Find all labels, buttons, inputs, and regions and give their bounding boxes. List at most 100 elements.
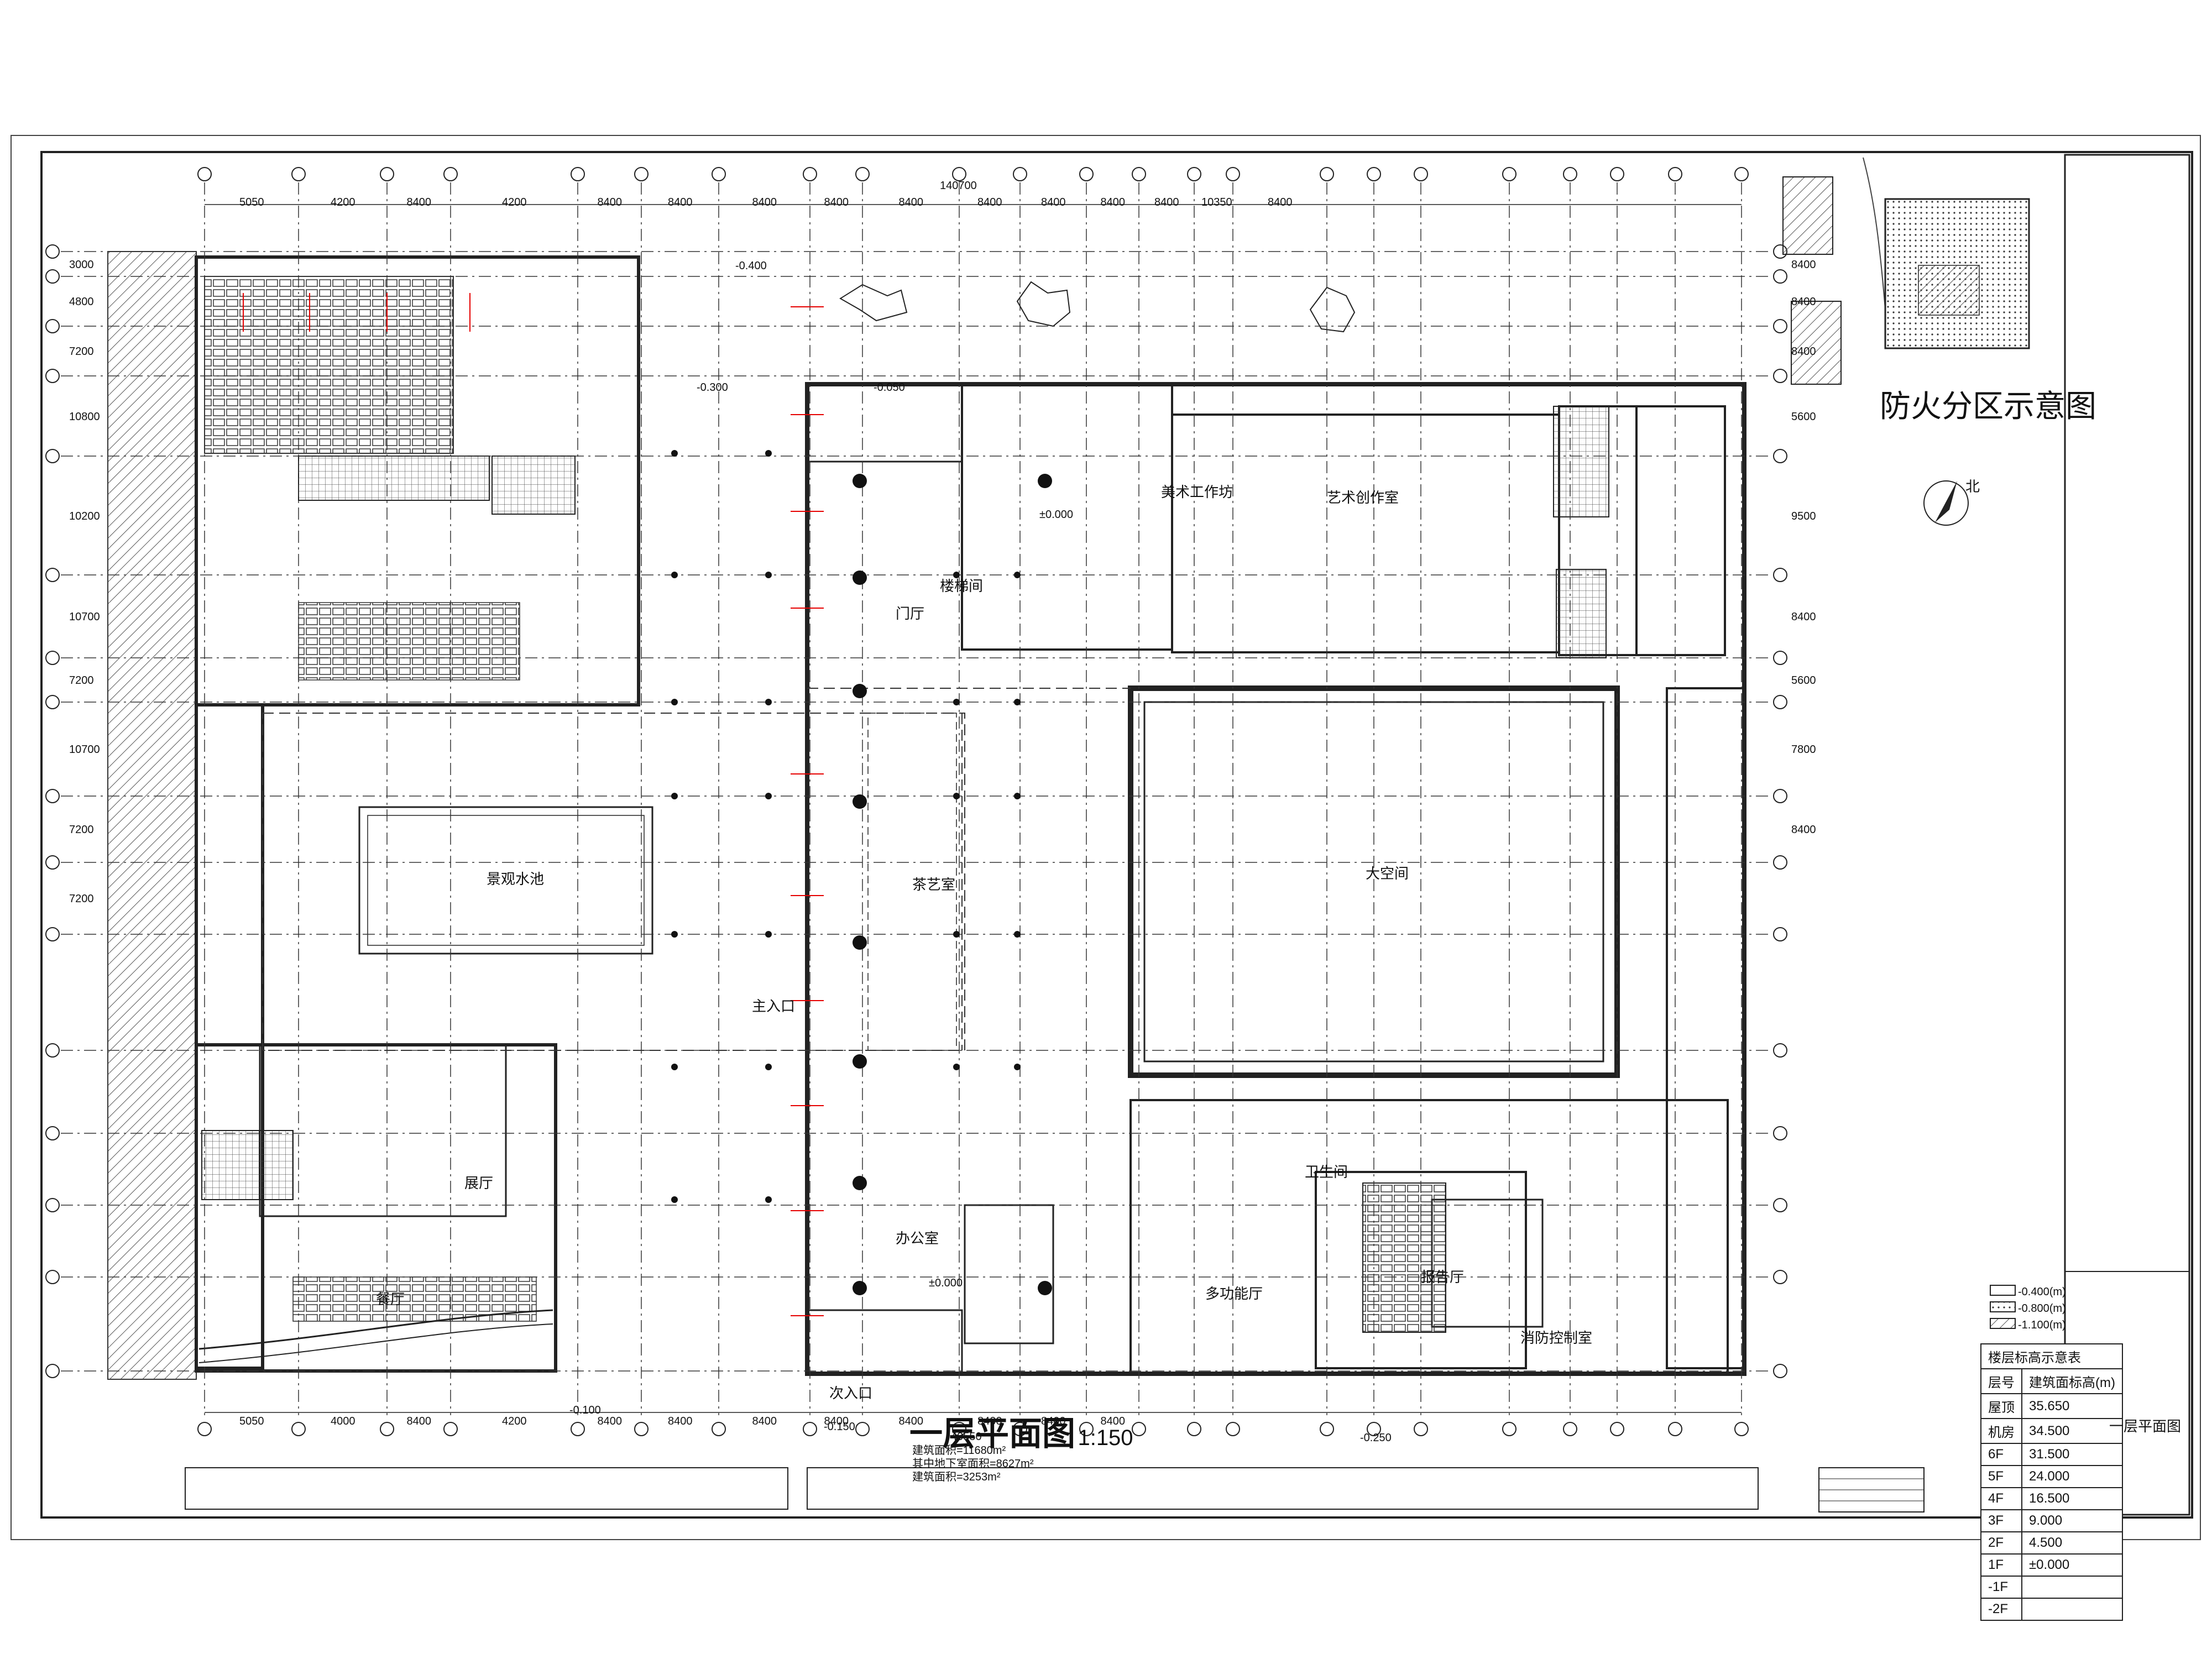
dim-right: 5600 [1791,674,1816,687]
room-label: 楼梯间 [940,578,984,594]
table-header-row: 楼层标高示意表 [1980,1343,2123,1369]
axis-bubble [45,369,60,383]
table-row: -1F [1980,1576,2123,1599]
dim-top: 8400 [752,196,777,208]
dining-tables [298,602,520,681]
elevation-mark: ±0.000 [929,1277,963,1289]
dim-top: 8400 [898,196,924,208]
level-legend: -0.400(m) -0.800(m) -1.100(m) [2018,1284,2066,1333]
big-column [1038,1281,1052,1295]
entry-ramp [198,1309,553,1350]
dim-top: 8400 [1268,196,1293,208]
axis-bubble [1320,167,1334,181]
axis-bubble [1079,1422,1094,1436]
table-cell: 4F [1980,1487,2022,1510]
column [671,572,678,578]
big-column [1038,474,1052,488]
left-hatch-strip [107,251,197,1380]
column [1014,931,1021,938]
column [671,450,678,457]
table-cell: 机房 [1980,1418,2022,1444]
elevation-mark: -0.400 [735,260,767,272]
inner-frame [40,151,2193,1519]
sculpture-3 [1309,286,1356,333]
column [671,1064,678,1070]
dim-top: 5050 [239,196,264,208]
table-cell: 建筑面标高(m) [2021,1368,2123,1394]
legend-item: -1.100(m) [2018,1319,2066,1331]
dotted-zone-atrium [491,456,576,515]
drawing-title: 一层平面图 [909,1415,1075,1452]
axis-bubble [1610,167,1624,181]
dim-total-top: 140700 [940,180,977,192]
entry-ramp-inner [198,1323,553,1363]
big-column [853,1281,867,1295]
column [953,931,960,938]
dim-left: 7200 [69,824,94,836]
axis-bubble [380,1422,394,1436]
axis-bubble [380,167,394,181]
table-cell: -1F [1980,1576,2022,1599]
dim-right: 8400 [1791,611,1816,623]
axis-bubble [1187,1422,1201,1436]
axis-bubble [1320,1422,1334,1436]
axis-bubble [443,167,458,181]
axis-bubble [1367,1422,1381,1436]
axis-bubble [1734,167,1749,181]
auditorium-seating [1362,1182,1446,1333]
axis-bubble [1773,695,1787,709]
dim-bottom: 8400 [898,1415,924,1427]
big-column [853,935,867,950]
room-label: 次入口 [829,1385,873,1401]
dim-top: 8400 [1154,196,1179,208]
elevation-mark: -0.100 [569,1404,601,1416]
axis-bubble [1502,167,1516,181]
axis-bubble [45,449,60,463]
axis-bubble [571,167,585,181]
drawing-scale: 1:150 [1078,1426,1133,1450]
axis-bubble [1610,1422,1624,1436]
column [765,793,772,799]
axis-bubble [1773,1270,1787,1284]
axis-bubble [291,1422,306,1436]
dim-left: 7200 [69,893,94,905]
dim-left: 10700 [69,744,100,756]
room-label: 美术工作坊 [1161,484,1233,500]
dotted-zone-ne2 [1556,569,1607,658]
dim-right: 5600 [1791,410,1816,423]
room-label: 大空间 [1366,865,1409,882]
dim-top: 8400 [406,196,432,208]
building-walls [195,255,1746,1376]
sculpture-1 [839,284,908,322]
bottom-title-blocks [185,1467,1925,1513]
table-cell: 4.500 [2021,1531,2123,1555]
axis-bubble [1773,449,1787,463]
axis-bubble [45,1364,60,1378]
axis-bubble [855,1422,870,1436]
dim-top: 4200 [502,196,527,208]
dim-right: 8400 [1791,824,1816,836]
dotted-zone-sw [201,1130,294,1200]
side-sheet-label: 一层平面图 [2109,1418,2182,1435]
axis-bubble [952,167,966,181]
dotted-zone-ne [1553,406,1609,517]
column [765,931,772,938]
column [671,699,678,705]
elevation-mark: -0.150 [824,1421,855,1433]
column [671,793,678,799]
axis-bubble [45,695,60,709]
dim-bottom: 8400 [977,1415,1002,1427]
table-row: 1F±0.000 [1980,1553,2123,1577]
axis-bubble [291,167,306,181]
axis-bubble [1773,369,1787,383]
column [765,1064,772,1070]
dim-bottom: 4000 [331,1415,355,1427]
table-cell: 3F [1980,1509,2022,1532]
dim-left: 3000 [69,258,94,271]
room-label: 茶艺室 [912,876,956,893]
